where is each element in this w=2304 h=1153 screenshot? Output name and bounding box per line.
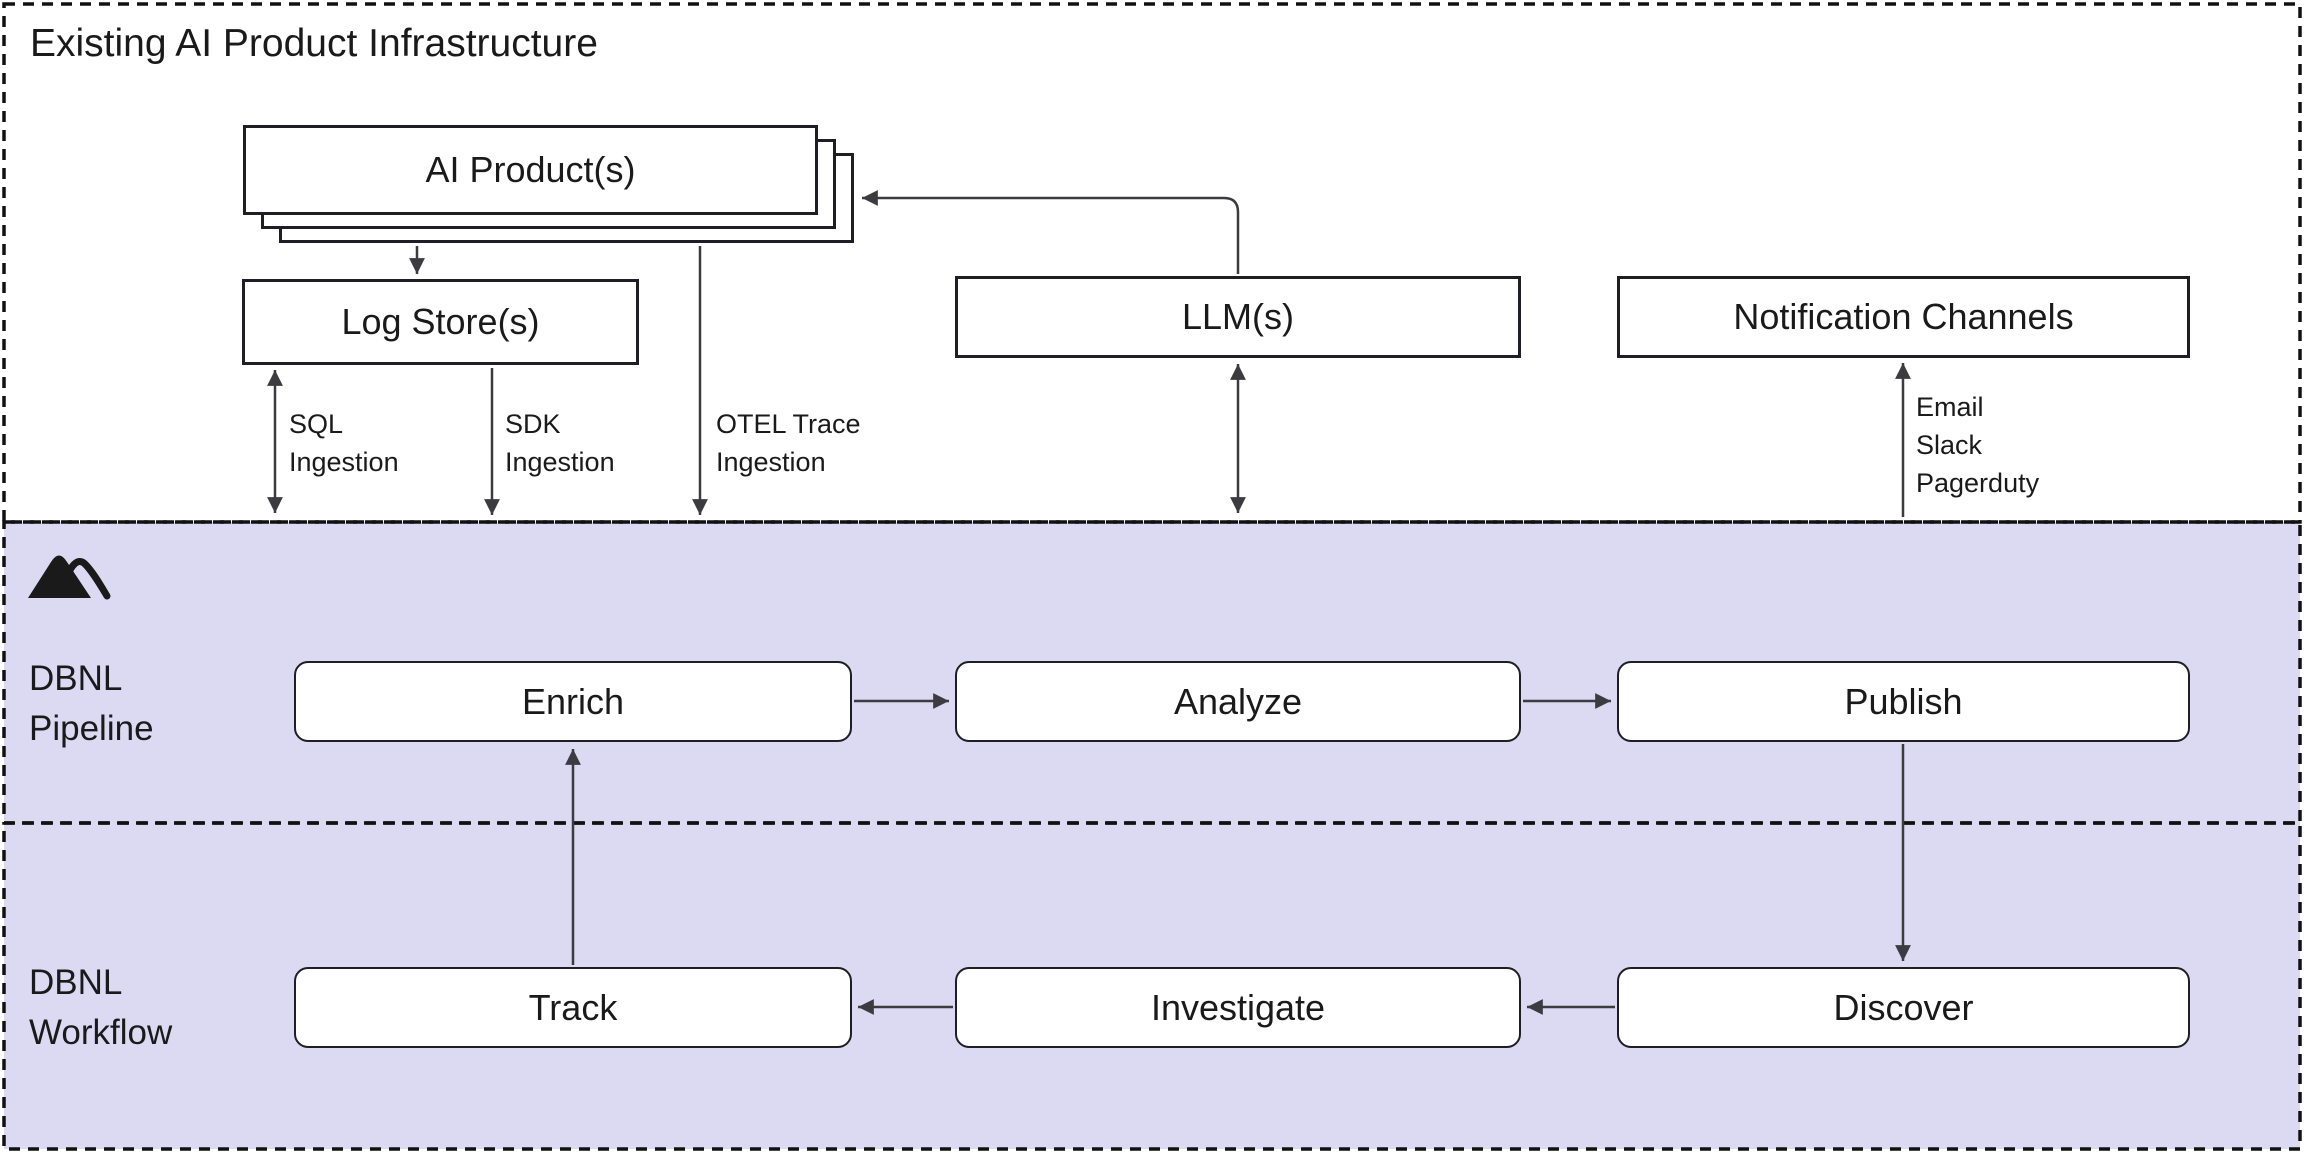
node-publish: Publish [1617,661,2190,742]
edge-label-line: Ingestion [505,447,615,477]
edge-label-line: Ingestion [289,447,399,477]
node-log-stores: Log Store(s) [242,279,639,365]
edge-llms-to-ai-products [862,190,1240,274]
edge-label-line: Slack [1916,430,1983,460]
edge-label-sdk-ingestion: SDK Ingestion [505,405,615,481]
section-label-line: DBNL [29,659,123,698]
node-llms: LLM(s) [955,276,1521,358]
section-pipeline-label: DBNL Pipeline [29,654,154,754]
edge-label-notification-channels: Email Slack Pagerduty [1916,388,2039,502]
node-investigate-label: Investigate [1150,986,1326,1028]
node-enrich: Enrich [294,661,852,742]
section-label-line: Pipeline [29,709,154,748]
section-label-line: DBNL [29,963,123,1002]
node-track-label: Track [528,986,618,1028]
node-ai-products: AI Product(s) [243,125,818,215]
edge-label-sql-ingestion: SQL Ingestion [289,405,399,481]
edge-label-line: Ingestion [716,447,826,477]
node-discover-label: Discover [1833,986,1974,1028]
edge-label-line: OTEL Trace [716,409,861,439]
node-track: Track [294,967,852,1048]
edge-label-line: SQL [289,409,344,439]
node-publish-label: Publish [1844,680,1963,722]
section-workflow-border [2,821,2302,1151]
node-log-stores-label: Log Store(s) [341,301,540,343]
mountain-logo-icon [28,555,111,600]
node-ai-products-label: AI Product(s) [425,149,636,191]
edge-label-line: Email [1916,392,1984,422]
section-label-line: Workflow [29,1013,173,1052]
node-discover: Discover [1617,967,2190,1048]
node-analyze-label: Analyze [1173,680,1303,722]
edge-label-line: Pagerduty [1916,468,2040,498]
node-investigate: Investigate [955,967,1521,1048]
edge-label-otel-ingestion: OTEL Trace Ingestion [716,405,861,481]
section-workflow-label: DBNL Workflow [29,958,172,1058]
edge-label-line: SDK [505,409,561,439]
node-notification-channels-label: Notification Channels [1733,296,2074,338]
node-enrich-label: Enrich [521,680,625,722]
section-infra-title: Existing AI Product Infrastructure [30,22,598,65]
node-analyze: Analyze [955,661,1521,742]
node-notification-channels: Notification Channels [1617,276,2190,358]
node-llms-label: LLM(s) [1181,296,1294,338]
